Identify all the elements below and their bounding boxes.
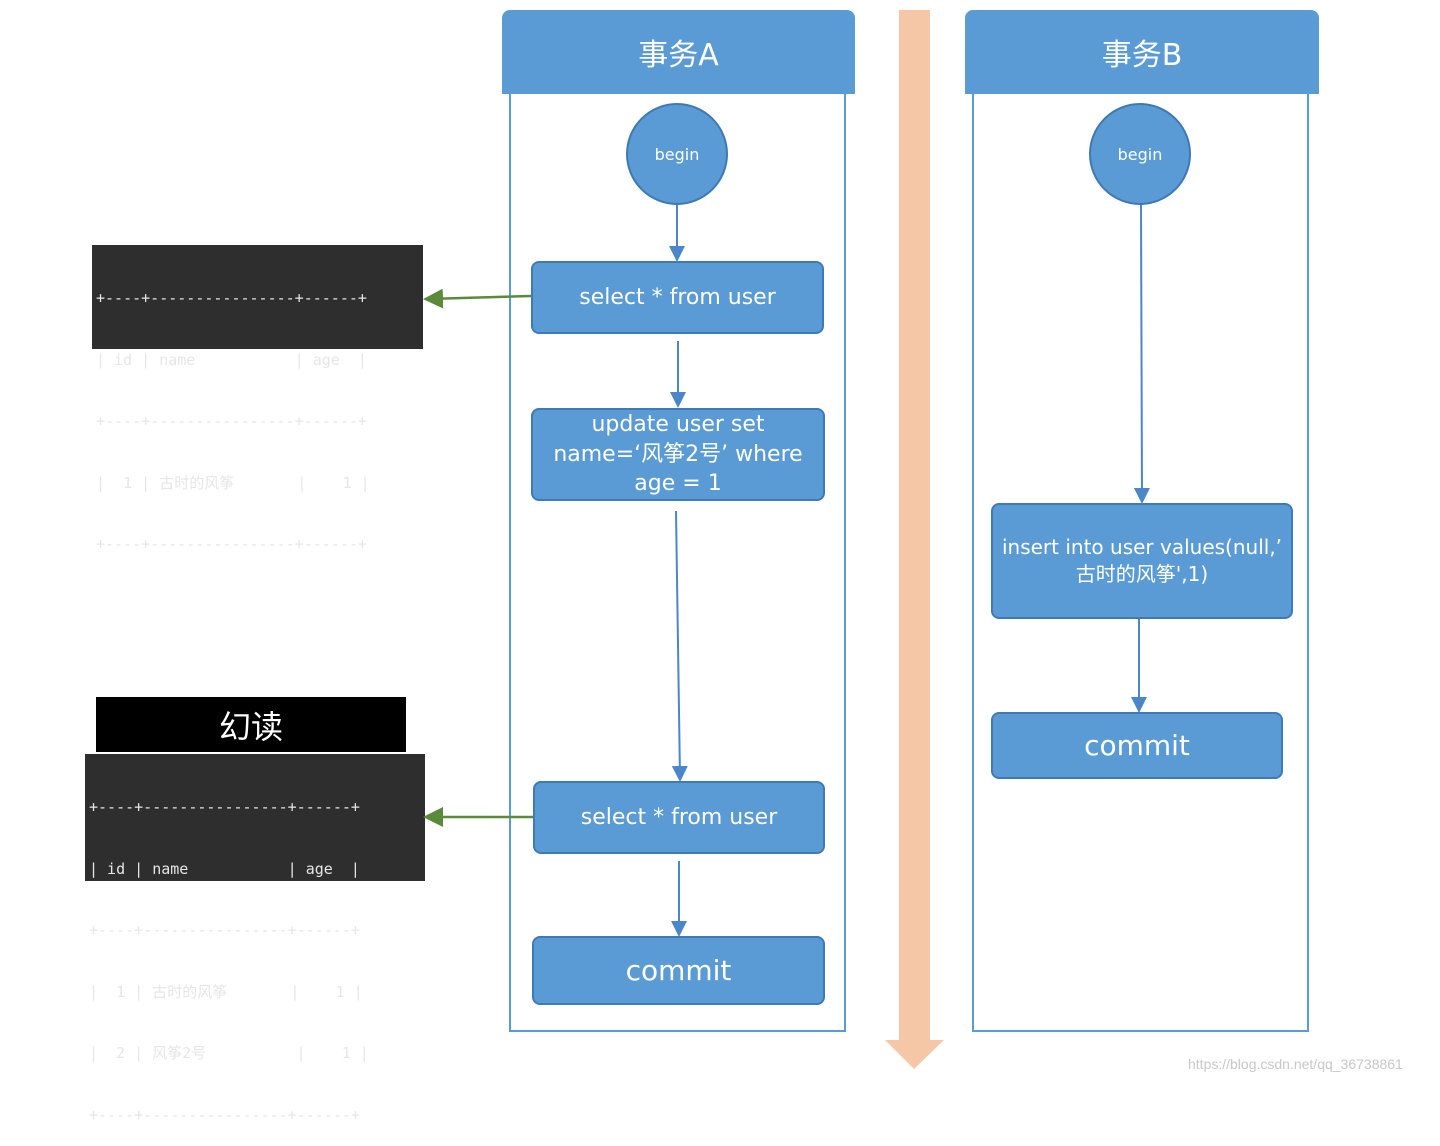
- result-table-2-line: | 2 | 风筝2号 | 1 |: [89, 1044, 369, 1062]
- lane-b-commit-node: commit: [991, 712, 1283, 779]
- result-table-1-line: +----+----------------+------+: [96, 535, 367, 553]
- result-table-1-line: +----+----------------+------+: [96, 289, 367, 307]
- phantom-read-text: 幻读: [218, 707, 283, 746]
- lane-a-commit-label: commit: [625, 953, 732, 987]
- lane-a-select-2-node: select * from user: [533, 781, 825, 854]
- result-table-2-line: +----+----------------+------+: [89, 1105, 360, 1124]
- lane-a-title: 事务A: [638, 38, 719, 73]
- lane-a-commit-node: commit: [532, 936, 825, 1005]
- lane-b-insert-line-1: insert into user values(null,’: [1001, 535, 1283, 559]
- lane-b-begin-label: begin: [1117, 144, 1163, 164]
- lane-b-insert-line-2: 古时的风筝',1): [1075, 562, 1209, 586]
- lane-b-commit-label: commit: [1084, 728, 1190, 762]
- lane-b-begin-node: begin: [1089, 103, 1191, 205]
- lane-a-select-2-label: select * from user: [580, 804, 778, 830]
- result-table-2-line: +----+----------------+------+: [89, 798, 360, 816]
- result-table-2: +----+----------------+------+ | id | na…: [85, 754, 425, 1124]
- lane-a-select-1-label: select * from user: [579, 284, 776, 310]
- lane-a-select-1-node: select * from user: [531, 261, 824, 334]
- result-table-2-line: +----+----------------+------+: [89, 921, 360, 939]
- result-table-1: +----+----------------+------+ | id | na…: [92, 245, 423, 553]
- arrow-b-begin-to-insert: [1133, 204, 1150, 504]
- lane-a-update-node: update user set name=‘风筝2号’ where age = …: [531, 408, 825, 501]
- lane-b-title: 事务B: [1101, 38, 1183, 73]
- lane-b-insert-node: insert into user values(null,’ 古时的风筝',1): [991, 503, 1293, 619]
- lane-a-update-line-1: update user set: [591, 411, 765, 437]
- result-table-1-line: +----+----------------+------+: [96, 412, 367, 430]
- lane-a-begin-label: begin: [654, 144, 700, 164]
- result-table-2-line: | id | name | age |: [89, 859, 360, 878]
- watermark-text: https://blog.csdn.net/qq_36738861: [1188, 1056, 1403, 1072]
- result-table-2-line: | 1 | 古时的风筝 | 1 |: [89, 982, 363, 1001]
- connectors-layer: [423, 10, 1150, 1069]
- result-table-1-line: | id | name | age |: [96, 350, 367, 369]
- lane-a-update-line-3: age = 1: [634, 471, 722, 497]
- lane-a-header: 事务A: [502, 10, 855, 94]
- arrow-select-1-to-result-1: [423, 288, 532, 309]
- watermark: https://blog.csdn.net/qq_36738861: [1188, 1056, 1403, 1072]
- timeline-arrow: [885, 10, 944, 1069]
- result-table-1-line: | 1 | 古时的风筝 | 1 |: [96, 473, 370, 492]
- lane-b-header: 事务B: [965, 10, 1319, 94]
- phantom-read-label: 幻读: [96, 697, 406, 752]
- arrow-a-update-to-select: [671, 510, 688, 782]
- lane-a-update-line-2: name=‘风筝2号’ where: [553, 441, 803, 467]
- lane-a-begin-node: begin: [626, 103, 728, 205]
